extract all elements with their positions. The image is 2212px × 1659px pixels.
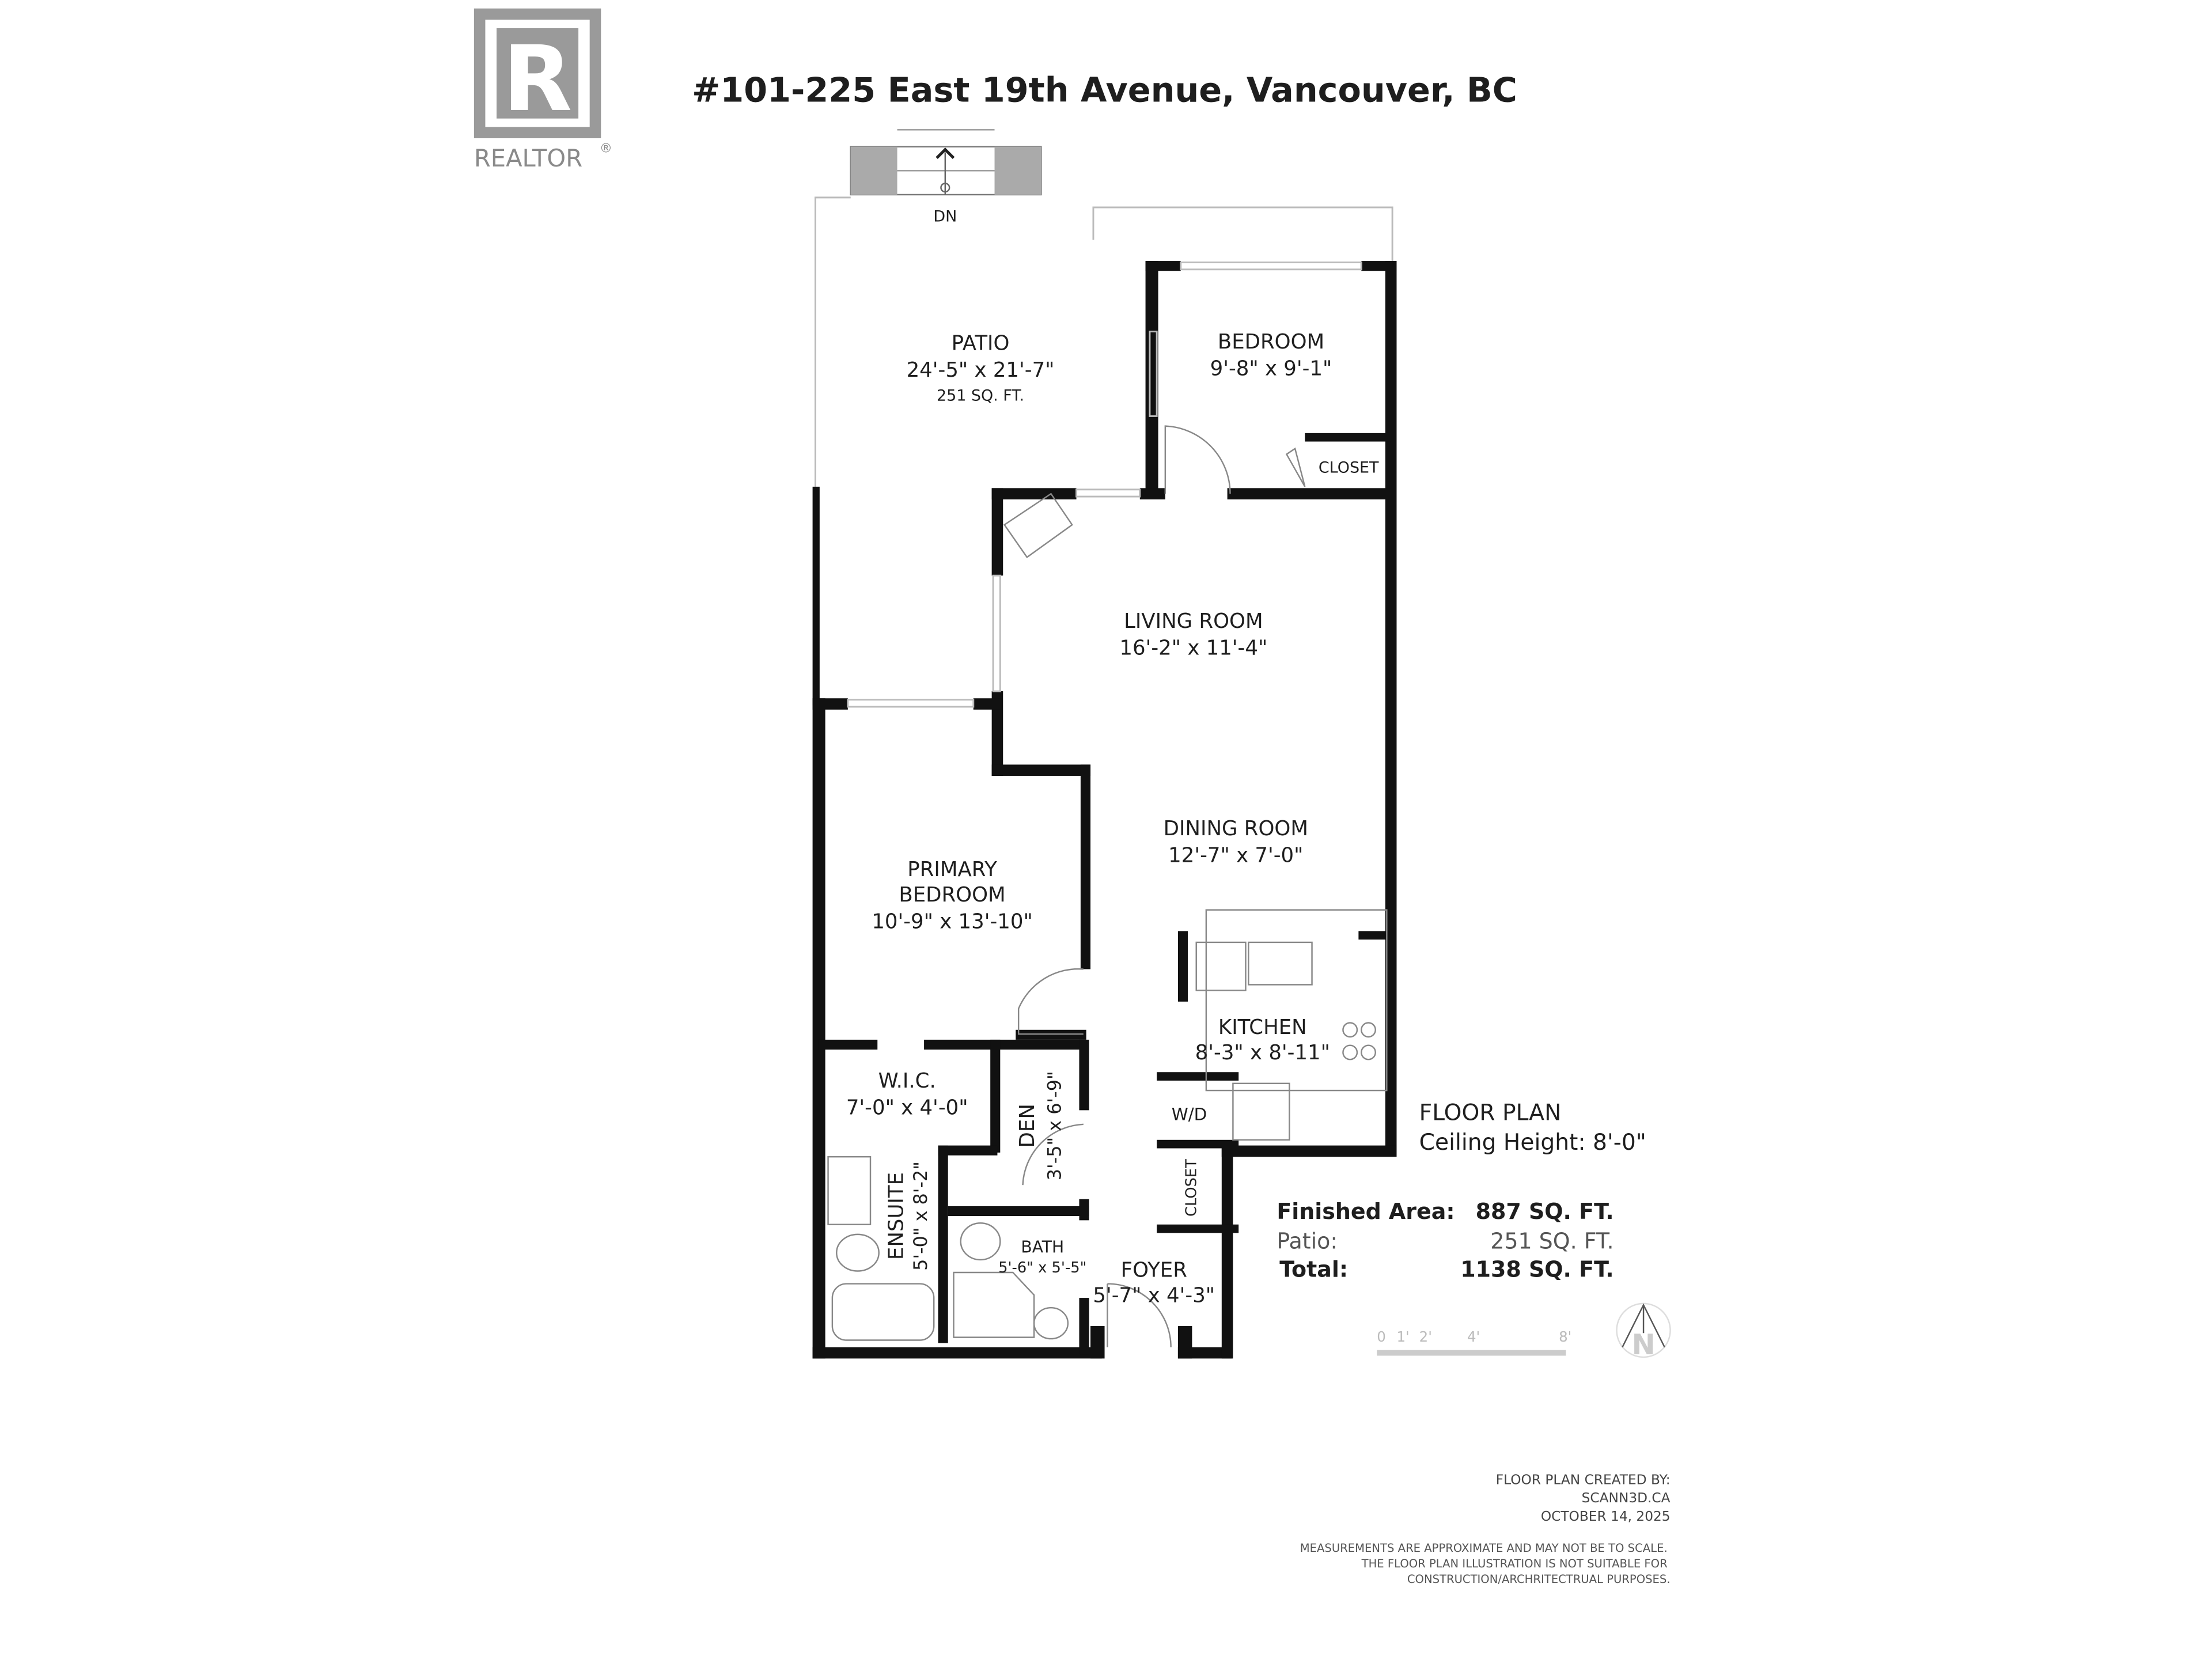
room-den-name: DEN xyxy=(1016,1104,1039,1147)
room-wd: W/D xyxy=(1172,1104,1207,1124)
svg-text:2': 2' xyxy=(1419,1328,1432,1345)
room-patio-name: PATIO xyxy=(952,331,1010,355)
room-wic-dims: 7'-0" x 4'-0" xyxy=(846,1096,968,1120)
room-foyer-closet: CLOSET xyxy=(1183,1159,1200,1217)
svg-text:4': 4' xyxy=(1467,1328,1480,1345)
disclaimer-line3: CONSTRUCTION/ARCHRITECTRUAL PURPOSES. xyxy=(1407,1573,1671,1586)
room-primary-dims: 10'-9" x 13'-10" xyxy=(872,910,1032,933)
walls xyxy=(812,261,1397,1359)
total-area-value: 1138 SQ. FT. xyxy=(1460,1256,1613,1282)
room-bedroom-closet: CLOSET xyxy=(1319,459,1379,476)
room-dining-name: DINING ROOM xyxy=(1164,817,1308,840)
room-kitchen-name: KITCHEN xyxy=(1218,1016,1307,1039)
finished-area-label: Finished Area: xyxy=(1277,1199,1455,1224)
info-heading: FLOOR PLAN xyxy=(1419,1100,1562,1126)
svg-text:0: 0 xyxy=(1377,1328,1386,1345)
room-kitchen-dims: 8'-3" x 8'-11" xyxy=(1195,1041,1330,1065)
room-foyer-name: FOYER xyxy=(1121,1258,1187,1282)
room-primary-name-2: BEDROOM xyxy=(899,883,1005,907)
patio-area-value: 251 SQ. FT. xyxy=(1490,1228,1613,1253)
credits-line2: SCANN3D.CA xyxy=(1582,1490,1671,1506)
room-wic-name: W.I.C. xyxy=(878,1069,936,1093)
credits-line3: OCTOBER 14, 2025 xyxy=(1541,1509,1671,1524)
room-patio-dims: 24'-5" x 21'-7" xyxy=(907,358,1055,382)
patio-area-label: Patio: xyxy=(1277,1228,1338,1253)
scale-bar: 0 1' 2' 4' 8' xyxy=(1377,1328,1571,1356)
up-arrow-icon xyxy=(935,147,955,160)
disclaimer-line1: MEASUREMENTS ARE APPROXIMATE AND MAY NOT… xyxy=(1300,1541,1668,1555)
svg-text:N: N xyxy=(1632,1328,1656,1361)
svg-text:REALTOR: REALTOR xyxy=(474,144,582,172)
info-ceiling: Ceiling Height: 8'-0" xyxy=(1419,1130,1646,1156)
room-foyer-dims: 5'-7" x 4'-3" xyxy=(1093,1283,1215,1307)
svg-text:®: ® xyxy=(600,141,612,156)
svg-text:R: R xyxy=(503,26,573,131)
room-ensuite-name: ENSUITE xyxy=(884,1172,908,1260)
north-compass-icon: N xyxy=(1616,1302,1671,1361)
windows xyxy=(847,262,1362,708)
room-primary-name-1: PRIMARY xyxy=(907,858,997,881)
room-bedroom-dims: 9'-8" x 9'-1" xyxy=(1210,357,1332,380)
disclaimer-line2: THE FLOOR PLAN ILLUSTRATION IS NOT SUITA… xyxy=(1361,1557,1668,1570)
room-ensuite-dims: 5'-0" x 8'-2" xyxy=(910,1161,931,1271)
room-den-dims: 3'-5" x 6'-9" xyxy=(1044,1071,1066,1180)
doors-fixtures xyxy=(827,425,1388,1347)
finished-area-value: 887 SQ. FT. xyxy=(1476,1199,1614,1224)
svg-text:1': 1' xyxy=(1396,1328,1409,1345)
room-dining-dims: 12'-7" x 7'-0" xyxy=(1168,843,1303,867)
room-living-name: LIVING ROOM xyxy=(1124,609,1263,633)
stairs-label: DN xyxy=(933,207,957,225)
page-title: #101-225 East 19th Avenue, Vancouver, BC xyxy=(692,70,1517,109)
room-bath-name: BATH xyxy=(1021,1238,1064,1257)
room-bedroom-name: BEDROOM xyxy=(1218,330,1324,354)
svg-text:8': 8' xyxy=(1559,1328,1571,1345)
credits-line1: FLOOR PLAN CREATED BY: xyxy=(1496,1472,1671,1487)
total-area-label: Total: xyxy=(1279,1256,1348,1282)
stairs xyxy=(850,129,1042,196)
room-bath-dims: 5'-6" x 5'-5" xyxy=(998,1259,1086,1277)
realtor-logo: R REALTOR ® xyxy=(474,8,612,172)
room-patio-area: 251 SQ. FT. xyxy=(937,387,1024,405)
room-living-dims: 16'-2" x 11'-4" xyxy=(1119,636,1267,660)
